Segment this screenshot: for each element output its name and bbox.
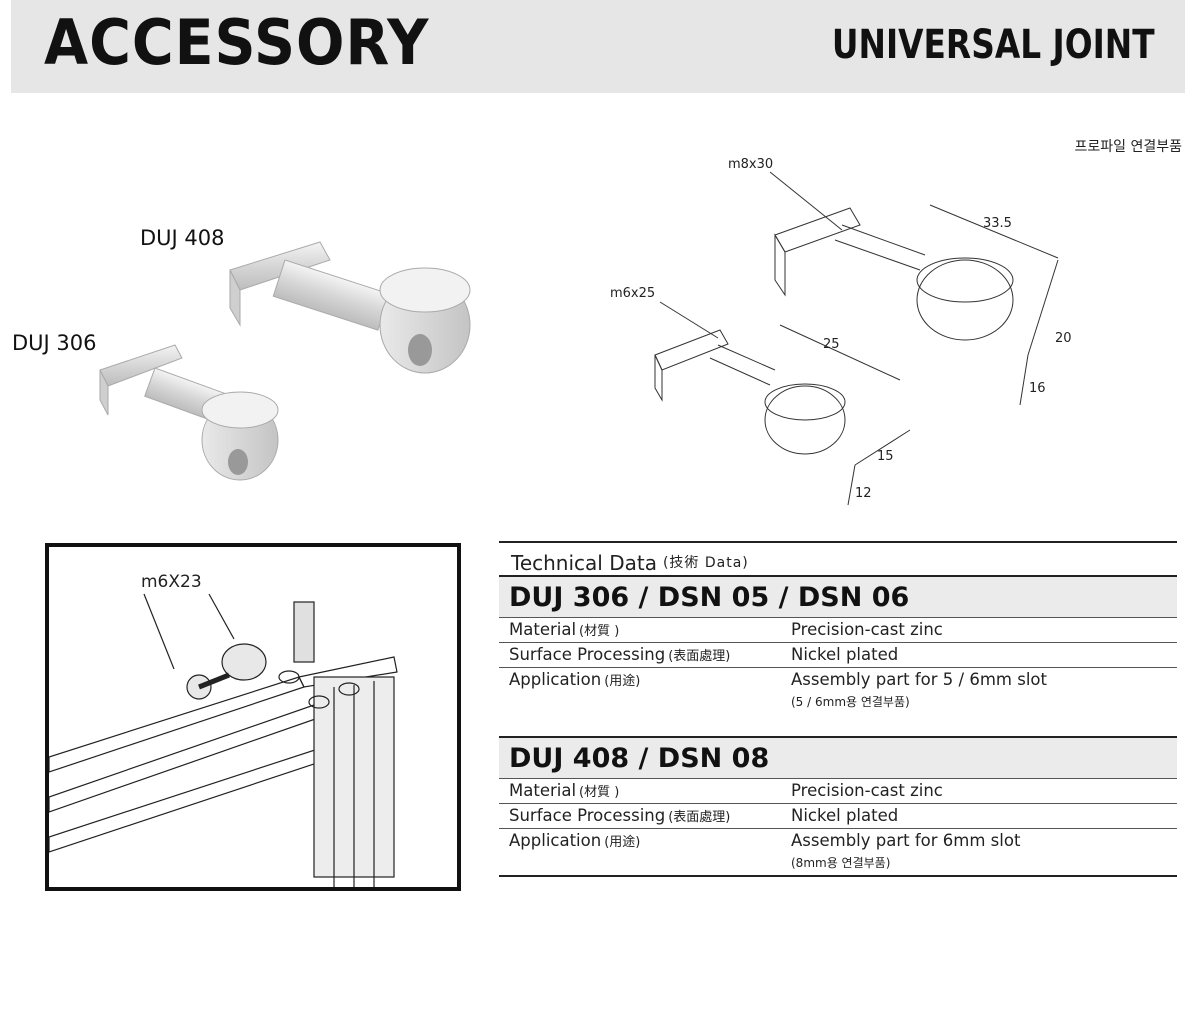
surface-value: Nickel plated bbox=[791, 645, 899, 664]
application-cjk: (用途) bbox=[604, 674, 641, 689]
dim-15: 15 bbox=[877, 449, 894, 464]
technical-data-header: Technical Data (技術 Data) bbox=[499, 541, 1177, 575]
dim-m8x30: m8x30 bbox=[728, 157, 773, 172]
model-heading-duj306: DUJ 306 / DSN 05 / DSN 06 bbox=[499, 575, 1177, 617]
application-value: Assembly part for 6mm slot bbox=[791, 831, 1021, 850]
surface-cjk: (表面處理) bbox=[668, 649, 731, 664]
dim-m6x25: m6x25 bbox=[610, 286, 655, 301]
table-bottom-rule bbox=[499, 875, 1177, 877]
spec-row-application: Application(用途) Assembly part for 5 / 6m… bbox=[499, 667, 1177, 714]
dim-20: 20 bbox=[1055, 331, 1072, 346]
duj306-part bbox=[99, 344, 279, 481]
material-value: Precision-cast zinc bbox=[791, 781, 943, 800]
spec-row-surface: Surface Processing(表面處理) Nickel plated bbox=[499, 803, 1177, 828]
model-heading-duj408: DUJ 408 / DSN 08 bbox=[499, 736, 1177, 778]
spec-row-application: Application(用途) Assembly part for 6mm sl… bbox=[499, 828, 1177, 875]
surface-label: Surface Processing bbox=[509, 645, 666, 664]
application-label: Application bbox=[509, 831, 602, 850]
spec-row-material: Material(材質 ) Precision-cast zinc bbox=[499, 617, 1177, 642]
material-cjk: (材質 ) bbox=[579, 785, 620, 800]
application-cjk: (用途) bbox=[604, 835, 641, 850]
page-subtitle: UNIVERSAL JOINT bbox=[832, 22, 1155, 68]
surface-label: Surface Processing bbox=[509, 806, 666, 825]
material-label: Material bbox=[509, 620, 577, 639]
spec-row-surface: Surface Processing(表面處理) Nickel plated bbox=[499, 642, 1177, 667]
technical-data-title: Technical Data bbox=[511, 551, 657, 575]
technical-data-subtitle: (技術 Data) bbox=[662, 555, 749, 571]
assembly-detail: m6X23 bbox=[45, 543, 461, 891]
application-label: Application bbox=[509, 670, 602, 689]
application-note: (8mm용 연결부품) bbox=[791, 856, 891, 870]
technical-drawing: m8x30 m6x25 33.5 25 20 16 15 12 bbox=[610, 157, 1072, 506]
screw-label: m6X23 bbox=[141, 572, 202, 592]
assembly-illustration: m6X23 bbox=[49, 572, 398, 887]
dim-12: 12 bbox=[855, 486, 872, 501]
product-photo bbox=[99, 241, 471, 481]
surface-value: Nickel plated bbox=[791, 806, 899, 825]
spec-row-material: Material(材質 ) Precision-cast zinc bbox=[499, 778, 1177, 803]
dim-33-5: 33.5 bbox=[983, 216, 1012, 231]
application-value: Assembly part for 5 / 6mm slot bbox=[791, 670, 1047, 689]
dim-16: 16 bbox=[1029, 381, 1046, 396]
drawing-note: 프로파일 연결부품 bbox=[1074, 139, 1183, 155]
material-cjk: (材質 ) bbox=[579, 624, 620, 639]
dim-25: 25 bbox=[823, 337, 840, 352]
page-title: ACCESSORY bbox=[44, 6, 430, 79]
surface-cjk: (表面處理) bbox=[668, 810, 731, 825]
application-note: (5 / 6mm용 연결부품) bbox=[791, 695, 910, 709]
duj306-photo-label: DUJ 306 bbox=[12, 331, 97, 355]
technical-data-table: Technical Data (技術 Data) DUJ 306 / DSN 0… bbox=[499, 541, 1177, 877]
duj408-photo-label: DUJ 408 bbox=[140, 226, 225, 250]
duj408-part bbox=[229, 241, 471, 374]
page-header: ACCESSORY UNIVERSAL JOINT bbox=[11, 0, 1185, 93]
material-label: Material bbox=[509, 781, 577, 800]
material-value: Precision-cast zinc bbox=[791, 620, 943, 639]
